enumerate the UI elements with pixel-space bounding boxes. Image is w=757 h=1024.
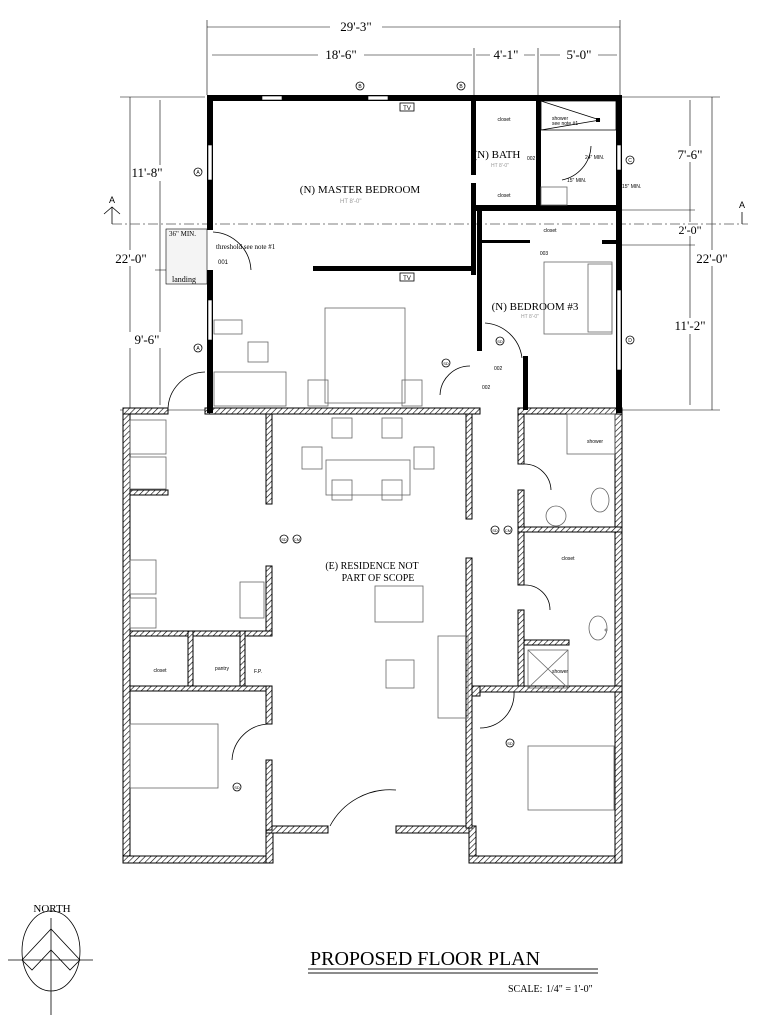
clearance-15: 15" MIN. (622, 184, 641, 190)
room-label-bath: (N) BATH (474, 149, 521, 161)
window-tag-a: A (196, 170, 200, 176)
dimension-right-bedroom: 11'-2" (675, 318, 706, 333)
section-line: A A (103, 195, 748, 225)
smoke-detector-tag: SD (492, 528, 498, 533)
room-height-bedroom-3: HT 8'-0" (521, 314, 539, 320)
smoke-detector-tag: SD (234, 785, 240, 790)
dimension-overall-width: 29'-3" (340, 19, 371, 34)
pantry-label: pantry (215, 666, 229, 672)
fireplace-label: F.P. (254, 669, 262, 675)
side-dimensions: 22'-0" 11'-8" 9'-6" 7'-6" 2'-0" 11'-2" 2… (112, 96, 734, 411)
shower-label: shower (587, 439, 603, 445)
smoke-detector-tag: SD (443, 361, 449, 366)
dimension-master-width: 18'-6" (325, 47, 356, 62)
detector-tags: SD CM SD CM SD SD SD SD (232, 336, 515, 792)
window-tag-b: B (459, 84, 463, 90)
dimension-right-bath: 7'-6" (678, 147, 703, 162)
co-detector-tag: CM (505, 528, 511, 533)
shower-note: see note #1 (552, 121, 578, 127)
new-addition-walls (207, 95, 622, 413)
dimension-left-lower: 9'-6" (135, 332, 160, 347)
smoke-detector-tag: SD (497, 339, 503, 344)
smoke-detector-tag: SD (507, 741, 513, 746)
new-furniture (213, 100, 617, 407)
window-tag-a: A (196, 346, 200, 352)
existing-residence-walls (122, 407, 623, 864)
existing-furniture (129, 371, 616, 827)
co-detector-tag: CM (294, 537, 300, 542)
section-marker-left: A (109, 195, 115, 205)
landing-min-note: 36" MIN. (169, 230, 196, 238)
room-label-bedroom-3: (N) BEDROOM #3 (492, 301, 579, 313)
shower-label: shower (552, 116, 568, 122)
small-annotations: closet closet closet closet closet showe… (153, 116, 641, 675)
dimension-left-upper: 11'-8" (132, 165, 163, 180)
clearance-24: 24" MIN. (585, 155, 604, 161)
window-tags: A A B B C D (193, 81, 635, 353)
room-height-bath: HT 8'-0" (491, 163, 509, 169)
scale-label: SCALE: (508, 984, 542, 995)
drawing-title: PROPOSED FLOOR PLAN (310, 948, 540, 970)
smoke-detector-tag: SD (281, 537, 287, 542)
closet-label: closet (153, 668, 167, 674)
door-003-tag: 003 (540, 251, 549, 257)
clearance-15: 15" MIN. (567, 178, 586, 184)
dimension-right-closet: 2'-0" (678, 223, 701, 237)
dimension-right-overall: 22'-0" (696, 251, 727, 266)
door-002-tag: 002 (527, 156, 536, 162)
tv-tag-mid: TV (403, 276, 411, 282)
window-tag-b: B (358, 84, 362, 90)
dimension-bath-width: 5'-0" (567, 47, 592, 62)
closet-label: closet (497, 117, 511, 123)
window-tag-c: C (628, 158, 632, 164)
room-label-master-bedroom: (N) MASTER BEDROOM (300, 184, 421, 196)
tv-tag-top: TV (403, 106, 411, 112)
north-arrow: NORTH (8, 903, 93, 1015)
door-002-tag: 002 (494, 366, 503, 372)
top-dimensions: 29'-3" 18'-6" 4'-1" 5'-0" (206, 18, 621, 95)
existing-residence-label-1: (E) RESIDENCE NOT (325, 561, 418, 572)
closet-label: closet (497, 193, 511, 199)
room-height-master: HT 8'-0" (340, 199, 362, 205)
north-label: NORTH (33, 903, 70, 915)
door-002-tag: 002 (482, 385, 491, 391)
window-tag-d: D (628, 338, 632, 344)
threshold-note: threshold see note #1 (216, 243, 276, 251)
closet-label: closet (561, 556, 575, 562)
scale-value: 1/4" = 1'-0" (546, 984, 593, 995)
title-block: PROPOSED FLOOR PLAN SCALE: 1/4" = 1'-0" (308, 948, 598, 995)
existing-residence-label-2: PART OF SCOPE (342, 573, 415, 584)
shower-label: shower (552, 669, 568, 675)
dimension-left-overall: 22'-0" (115, 251, 146, 266)
closet-label: closet (543, 228, 557, 234)
landing-label: landing (172, 275, 196, 284)
landing: 36" MIN. threshold see note #1 landing 0… (165, 228, 276, 285)
section-marker-right: A (739, 200, 745, 210)
door-001-tag: 001 (218, 260, 229, 266)
dimension-closet-width: 4'-1" (494, 47, 519, 62)
